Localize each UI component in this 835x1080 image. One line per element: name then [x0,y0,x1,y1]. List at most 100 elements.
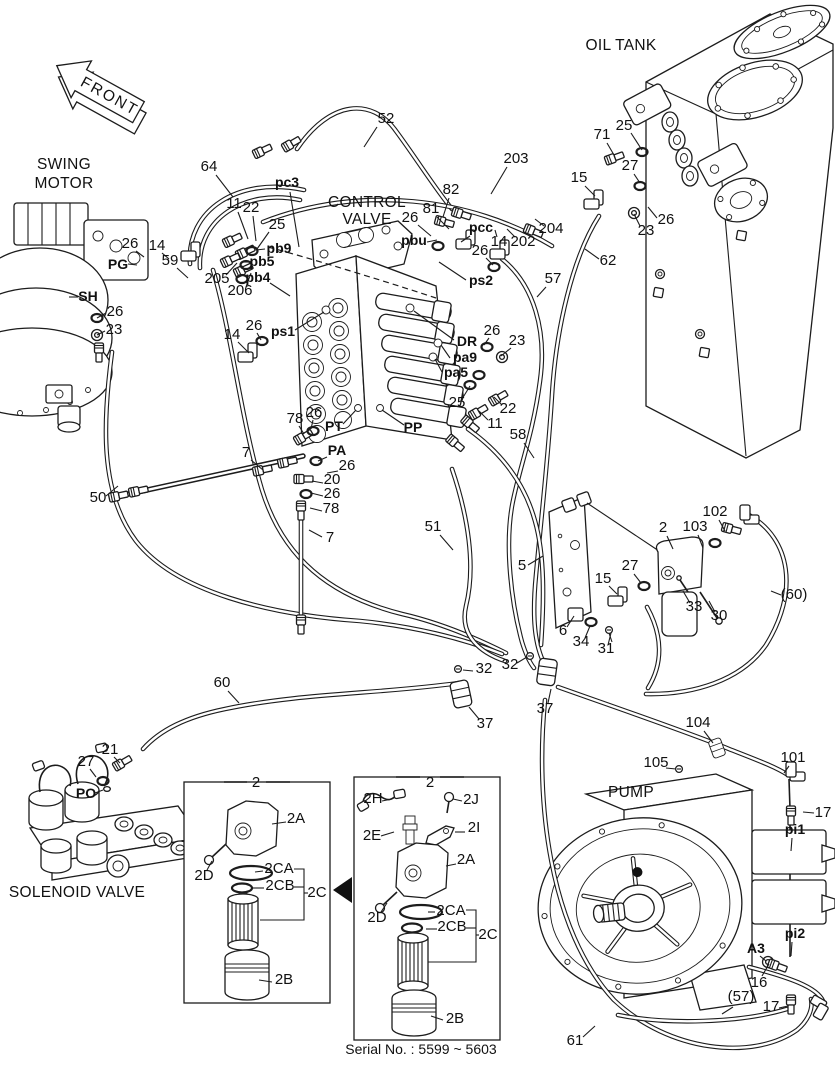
label-n26-pt: 26 [306,404,322,430]
svg-text:2H: 2H [363,790,382,807]
svg-text:pa5: pa5 [444,364,468,380]
leader-line [294,311,325,331]
label-p-pa5: pa5 [434,358,468,380]
leader-line [666,535,674,550]
svg-text:ps1: ps1 [271,323,295,339]
svg-text:Serial No. : 5599 ~ 5603: Serial No. : 5599 ~ 5603 [345,1041,497,1057]
harness-2H [362,792,399,807]
leader-line [96,312,107,319]
svg-text:pbu: pbu [401,232,427,248]
svg-text:205: 205 [204,270,229,287]
svg-text:15: 15 [595,570,612,587]
oring-icon [103,785,111,793]
label-n204: 204 [534,218,564,237]
svg-text:DR: DR [457,333,477,349]
hoses [103,106,826,1051]
oring-2CA [228,864,274,882]
filter-case-2B [224,949,270,1001]
leader-line [633,173,641,184]
leader-line [490,166,508,195]
oring-icon [480,341,494,353]
label-n27-po: 27 [78,753,97,778]
svg-text:26: 26 [246,317,263,334]
leader-line [647,206,658,219]
oring-icon [487,261,501,273]
svg-text:22: 22 [243,199,260,216]
leader-line [607,632,612,646]
label-n32-a: 32 [462,660,493,677]
fitting-icon [251,142,274,160]
leader-line [256,231,270,250]
svg-text:2D: 2D [194,867,213,884]
elbow-fitting-icon [180,241,201,262]
filter-head-2A [225,800,279,857]
svg-text:105: 105 [643,754,668,771]
leader-line [523,442,535,459]
leader-line [380,831,395,837]
inset-filter-right [353,776,501,1041]
tank-bracket-1 [623,83,672,126]
svg-text:ps2: ps2 [469,272,493,288]
label-pump-label: PUMP [608,784,654,801]
svg-text:23: 23 [509,332,526,349]
leader-line [254,870,264,873]
label-n25-a: 25 [256,216,285,250]
elbow-fitting-icon [237,342,258,363]
label-n26-sh: 26 [96,303,123,320]
svg-text:37: 37 [477,715,494,732]
pump-shaft [592,902,626,923]
svg-text:62: 62 [600,252,617,269]
label-i2-2J: 2J [452,791,479,808]
svg-text:PG: PG [108,256,128,272]
label-n15-f: 15 [595,570,618,595]
label-n21: 21 [102,741,121,764]
label-i1-2CB: 2CB [252,877,295,894]
label-n7-b: 7 [308,529,334,546]
leader-line [89,768,97,778]
leader-line [566,615,575,628]
leader-line [206,860,213,871]
label-i2-2E: 2E [363,827,395,844]
svg-text:2B: 2B [275,971,293,988]
pilot-filter-assy [567,536,723,643]
leader-line [500,347,512,357]
leader-line [255,248,266,251]
label-n23-t: 23 [633,213,654,239]
label-i1-2D: 2D [194,860,214,884]
leader-line [783,765,790,774]
leader-line [536,286,547,298]
svg-text:32: 32 [476,660,493,677]
svg-text:15: 15 [571,169,588,186]
leader-line [483,337,490,346]
svg-text:11: 11 [226,195,242,212]
leader-line [790,941,793,957]
svg-text:26: 26 [472,242,489,259]
label-n14-202: 14 [491,229,508,250]
label-i2-2I: 2I [455,819,480,836]
svg-text:203: 203 [503,150,528,167]
svg-text:2: 2 [426,774,434,791]
filter-head-2A [395,842,449,899]
label-n16: 16 [751,963,770,991]
label-n81: 81 [423,200,450,230]
label-n103: 103 [682,518,708,549]
svg-text:101: 101 [780,749,805,766]
elbow-fitting-icon [739,504,760,525]
svg-text:14: 14 [491,233,508,250]
label-i2-2C: 2C [478,926,497,943]
label-n60-p: (60) [770,586,807,603]
pump-flywheel [537,817,743,995]
sensor-2E [402,815,418,845]
label-n34: 34 [573,625,591,650]
leader-line [778,1005,789,1009]
fitting-icon [444,433,467,454]
leader-line [708,600,716,613]
svg-text:17: 17 [815,804,832,821]
svg-text:27: 27 [622,157,639,174]
leader-line [326,470,339,474]
label-p-pcc: pcc [460,219,493,243]
leader-line [310,419,314,430]
leader-line [161,252,170,260]
svg-text:16: 16 [751,974,768,991]
label-n17-b: 17 [763,998,789,1015]
